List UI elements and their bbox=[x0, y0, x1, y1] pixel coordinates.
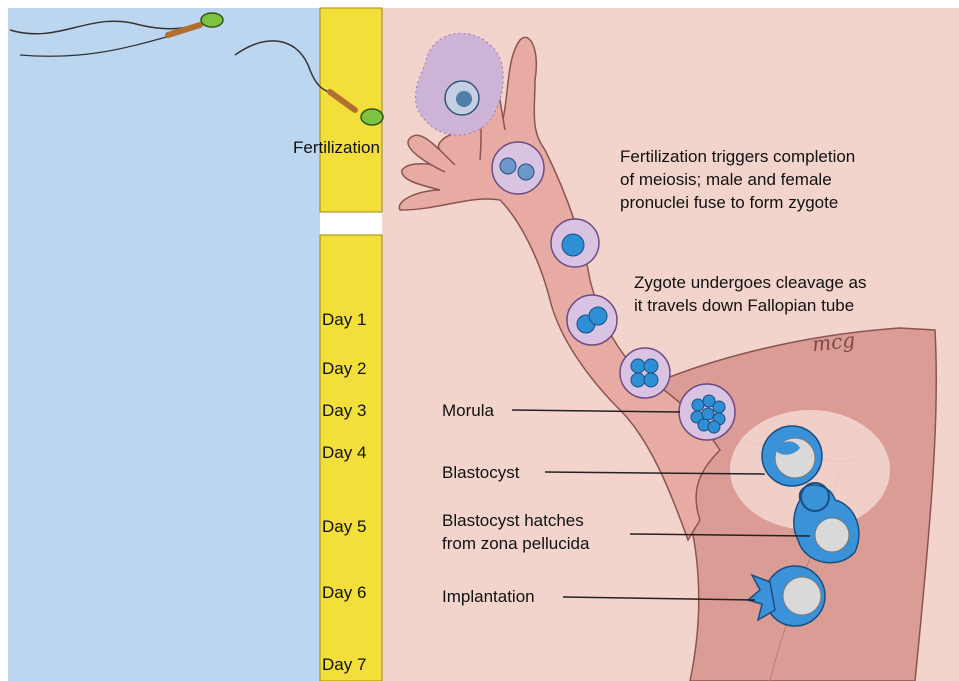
fertilization-note-line-1: Fertilization triggers completion bbox=[620, 146, 855, 168]
oocyte-nucleus bbox=[456, 91, 472, 107]
morula-label: Morula bbox=[442, 400, 494, 422]
two-cell-blastomere-2 bbox=[589, 307, 607, 325]
artist-signature: mcg bbox=[811, 328, 856, 356]
blastocyst-label: Blastocyst bbox=[442, 462, 519, 484]
male-pronucleus bbox=[500, 158, 516, 174]
implanting-blastocyst-cavity bbox=[783, 577, 821, 615]
day-5-label: Day 5 bbox=[320, 517, 384, 537]
day-7-label: Day 7 bbox=[320, 655, 384, 675]
fertilization-note-line-3: pronuclei fuse to form zygote bbox=[620, 192, 838, 214]
day-1-label: Day 1 bbox=[320, 310, 384, 330]
four-cell-embryo bbox=[620, 348, 670, 398]
zygote-note-line-2: it travels down Fallopian tube bbox=[634, 295, 854, 317]
sperm-head-1 bbox=[201, 13, 223, 27]
female-pronucleus bbox=[518, 164, 534, 180]
day-6-label: Day 6 bbox=[320, 583, 384, 603]
hatching-label-line-1: Blastocyst hatches bbox=[442, 510, 584, 532]
day-3-label: Day 3 bbox=[320, 401, 384, 421]
day-4-label: Day 4 bbox=[320, 443, 384, 463]
left-background-panel bbox=[8, 8, 320, 681]
zygote-note-line-1: Zygote undergoes cleavage as bbox=[634, 272, 867, 294]
fertilization-note-line-2: of meiosis; male and female bbox=[620, 169, 832, 191]
sperm-head-2 bbox=[361, 109, 383, 125]
hatching-blastocyst-cavity bbox=[815, 518, 849, 552]
hatching-label-line-2: from zona pellucida bbox=[442, 533, 589, 555]
implantation-label: Implantation bbox=[442, 586, 535, 608]
day-2-label: Day 2 bbox=[320, 359, 384, 379]
zygote-nucleus bbox=[562, 234, 584, 256]
fertilization-label: Fertilization bbox=[293, 137, 380, 159]
